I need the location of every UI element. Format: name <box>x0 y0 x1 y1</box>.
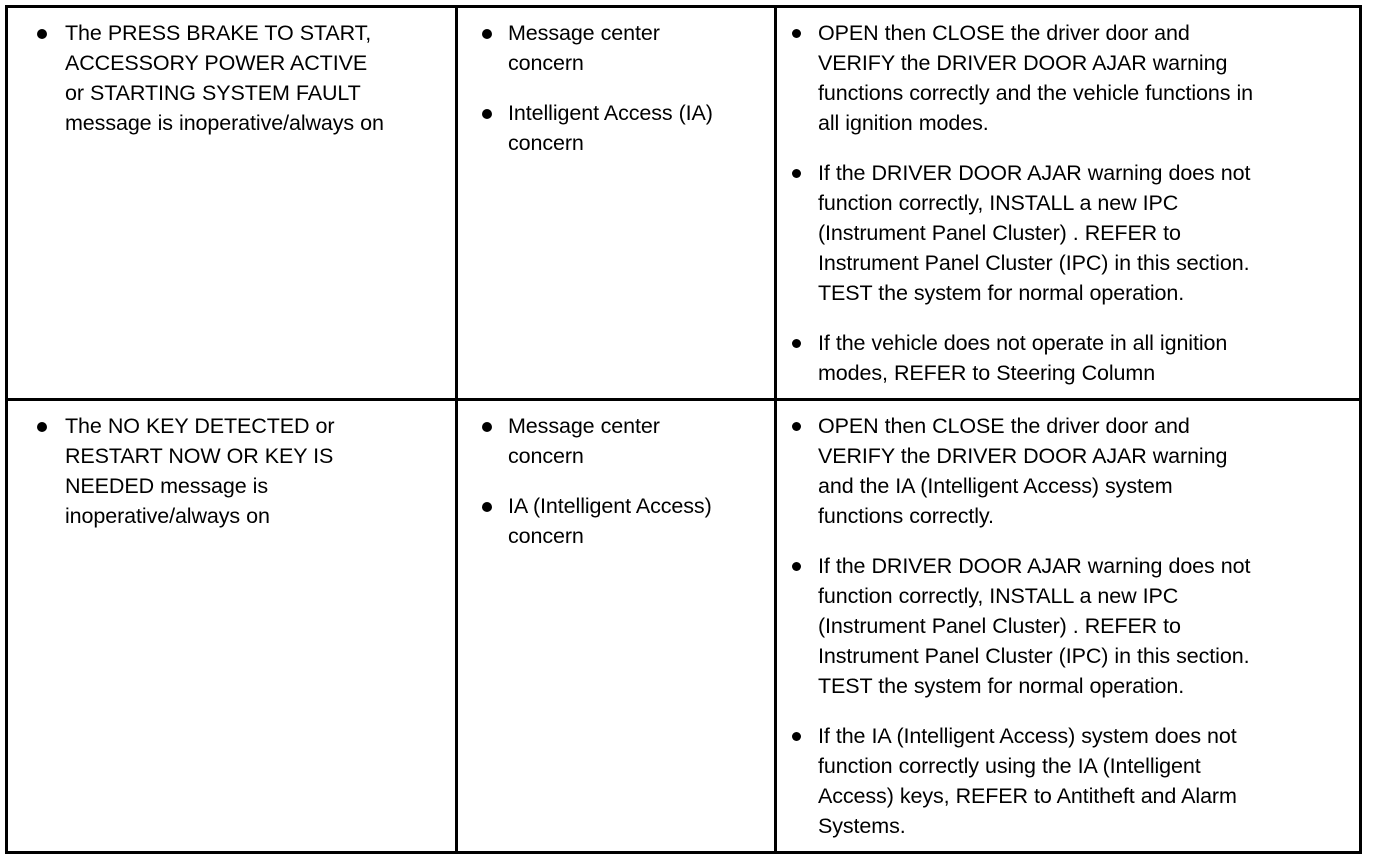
list-item-text: Message center concern <box>508 414 660 468</box>
condition-cell: The NO KEY DETECTED or RESTART NOW OR KE… <box>5 398 458 854</box>
list-item: If the IA (Intelligent Access) system do… <box>777 721 1351 841</box>
bullet-icon <box>792 169 801 178</box>
bullet-icon <box>792 422 801 431</box>
list-item: OPEN then CLOSE the driver door and VERI… <box>777 411 1351 531</box>
list-item-text: OPEN then CLOSE the driver door and VERI… <box>818 414 1228 528</box>
list-item: OPEN then CLOSE the driver door and VERI… <box>777 18 1351 138</box>
bullet-icon <box>792 29 801 38</box>
possible-sources-cell: Message center concern Intelligent Acces… <box>455 5 777 401</box>
bullet-icon <box>482 422 492 432</box>
list-item-text: If the DRIVER DOOR AJAR warning does not… <box>818 161 1251 305</box>
bullet-icon <box>792 732 801 741</box>
condition-cell: The PRESS BRAKE TO START, ACCESSORY POWE… <box>5 5 458 401</box>
bullet-icon <box>37 422 47 432</box>
bullet-icon <box>792 339 801 348</box>
condition-bullet-list: The PRESS BRAKE TO START, ACCESSORY POWE… <box>8 18 447 138</box>
bullet-icon <box>792 562 801 571</box>
possible-sources-cell: Message center concern IA (Intelligent A… <box>455 398 777 854</box>
possible-sources-bullet-list: Message center concern Intelligent Acces… <box>458 18 766 158</box>
symptom-chart-table: The PRESS BRAKE TO START, ACCESSORY POWE… <box>5 5 1362 854</box>
action-cell: OPEN then CLOSE the driver door and VERI… <box>774 398 1362 854</box>
action-bullet-list: OPEN then CLOSE the driver door and VERI… <box>777 411 1351 841</box>
possible-sources-bullet-list: Message center concern IA (Intelligent A… <box>458 411 766 551</box>
list-item-text: Intelligent Access (IA) concern <box>508 101 713 155</box>
list-item: If the vehicle does not operate in all i… <box>777 328 1351 388</box>
bullet-icon <box>37 29 47 39</box>
list-item-text: If the vehicle does not operate in all i… <box>818 331 1228 385</box>
list-item: The PRESS BRAKE TO START, ACCESSORY POWE… <box>8 18 447 138</box>
action-bullet-list: OPEN then CLOSE the driver door and VERI… <box>777 18 1351 388</box>
condition-bullet-list: The NO KEY DETECTED or RESTART NOW OR KE… <box>8 411 447 531</box>
bullet-icon <box>482 502 492 512</box>
list-item-text: If the DRIVER DOOR AJAR warning does not… <box>818 554 1251 698</box>
table-row: The PRESS BRAKE TO START, ACCESSORY POWE… <box>5 5 1362 401</box>
list-item: IA (Intelligent Access) concern <box>458 491 766 551</box>
list-item: Message center concern <box>458 411 766 471</box>
list-item-text: The PRESS BRAKE TO START, ACCESSORY POWE… <box>65 21 384 135</box>
list-item: Intelligent Access (IA) concern <box>458 98 766 158</box>
list-item: Message center concern <box>458 18 766 78</box>
list-item: The NO KEY DETECTED or RESTART NOW OR KE… <box>8 411 447 531</box>
list-item-text: Message center concern <box>508 21 660 75</box>
bullet-icon <box>482 109 492 119</box>
list-item-text: OPEN then CLOSE the driver door and VERI… <box>818 21 1253 135</box>
list-item: If the DRIVER DOOR AJAR warning does not… <box>777 551 1351 701</box>
list-item-text: IA (Intelligent Access) concern <box>508 494 712 548</box>
table-row: The NO KEY DETECTED or RESTART NOW OR KE… <box>5 398 1362 854</box>
list-item-text: If the IA (Intelligent Access) system do… <box>818 724 1237 838</box>
action-cell: OPEN then CLOSE the driver door and VERI… <box>774 5 1362 401</box>
list-item-text: The NO KEY DETECTED or RESTART NOW OR KE… <box>65 414 335 528</box>
bullet-icon <box>482 29 492 39</box>
list-item: If the DRIVER DOOR AJAR warning does not… <box>777 158 1351 308</box>
